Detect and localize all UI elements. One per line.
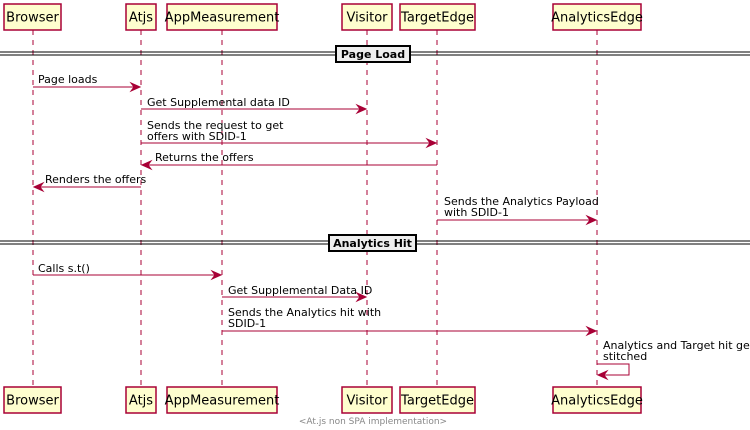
participants-top: Browser Atjs AppMeasurement Visitor Targ… <box>3 3 643 31</box>
message-sends-analytics-payload: Sends the Analytics Payload with SDID-1 <box>437 195 599 226</box>
arrowhead <box>355 291 368 303</box>
message-sends-request-offers: Sends the request to get offers with SDI… <box>141 119 438 149</box>
message-returns-offers: Returns the offers <box>140 151 437 171</box>
divider-label: Page Load <box>341 48 405 61</box>
participant-label: AppMeasurement <box>165 11 280 26</box>
arrowhead <box>596 369 609 381</box>
message-renders-offers: Renders the offers <box>32 173 147 193</box>
participant-appmeasurement: AppMeasurement <box>165 386 280 414</box>
participant-label: Visitor <box>347 11 389 26</box>
message-label: SDID-1 <box>228 317 266 330</box>
message-label: with SDID-1 <box>444 206 509 219</box>
message-label: offers with SDID-1 <box>147 130 247 143</box>
participant-analyticsedge: AnalyticsEdge <box>551 386 643 414</box>
message-sends-analytics-hit: Sends the Analytics hit with SDID-1 <box>222 306 598 337</box>
message-label: Sends the request to get <box>147 119 284 132</box>
arrowhead <box>32 181 45 193</box>
participant-targetedge: TargetEdge <box>399 3 476 31</box>
participant-label: Browser <box>6 394 59 409</box>
message-label: Renders the offers <box>45 173 147 186</box>
diagram-caption: <At.js non SPA implementation> <box>299 417 447 427</box>
message-label: Sends the Analytics hit with <box>228 306 381 319</box>
participant-label: TargetEdge <box>400 394 474 409</box>
participant-label: AppMeasurement <box>165 394 280 409</box>
message-label: Page loads <box>38 73 98 86</box>
message-hit-stitched: Analytics and Target hit get stitched <box>596 339 750 381</box>
participant-targetedge: TargetEdge <box>399 386 476 414</box>
participant-label: Visitor <box>347 394 389 409</box>
arrowhead <box>210 269 223 281</box>
participants-bottom: Browser Atjs AppMeasurement Visitor Targ… <box>3 386 643 414</box>
arrowhead <box>140 159 153 171</box>
participant-label: AnalyticsEdge <box>551 11 643 26</box>
message-get-supplemental-data-id: Get Supplemental data ID <box>141 96 368 115</box>
divider-analytics-hit: Analytics Hit <box>0 234 750 252</box>
message-label: Get Supplemental data ID <box>147 96 290 109</box>
arrowhead <box>129 81 142 93</box>
message-label: Sends the Analytics Payload <box>444 195 599 208</box>
messages: Page loads Get Supplemental data ID Send… <box>32 73 750 381</box>
arrowhead <box>585 325 598 337</box>
participant-appmeasurement: AppMeasurement <box>165 3 280 31</box>
participant-label: Browser <box>6 11 59 26</box>
participant-label: AnalyticsEdge <box>551 394 643 409</box>
message-label: Analytics and Target hit get <box>603 339 750 352</box>
arrowhead <box>355 103 368 115</box>
participant-browser: Browser <box>3 3 62 31</box>
participant-visitor: Visitor <box>341 386 393 414</box>
message-page-loads: Page loads <box>33 73 142 93</box>
participant-label: Atjs <box>129 394 153 409</box>
arrowhead <box>585 214 598 226</box>
divider-label: Analytics Hit <box>333 237 412 250</box>
participant-visitor: Visitor <box>341 3 393 31</box>
participant-browser: Browser <box>3 386 62 414</box>
participant-label: TargetEdge <box>400 11 474 26</box>
lifelines <box>32 30 598 387</box>
message-label: Returns the offers <box>155 151 254 164</box>
participant-atjs: Atjs <box>125 3 157 31</box>
divider-page-load: Page Load <box>0 45 750 63</box>
participant-atjs: Atjs <box>125 386 157 414</box>
message-label: stitched <box>603 350 647 363</box>
message-calls-st: Calls s.t() <box>33 262 223 281</box>
participant-analyticsedge: AnalyticsEdge <box>551 3 643 31</box>
arrowhead <box>425 137 438 149</box>
message-label: Get Supplemental Data ID <box>228 284 372 297</box>
participant-label: Atjs <box>129 11 153 26</box>
message-get-supplemental-data-id-2: Get Supplemental Data ID <box>222 284 372 303</box>
message-label: Calls s.t() <box>38 262 90 275</box>
